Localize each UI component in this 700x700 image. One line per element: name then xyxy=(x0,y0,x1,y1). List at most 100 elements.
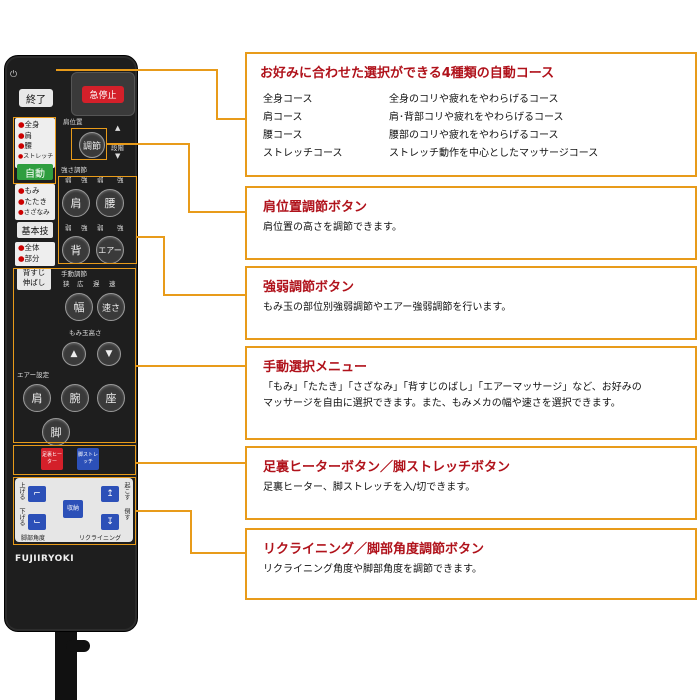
leg-lower-button[interactable]: ⌙ xyxy=(28,514,46,530)
up-arrow-icon: ▲ xyxy=(115,124,121,132)
auto-course-highlight xyxy=(13,117,56,184)
strength-mark-5: 弱 xyxy=(65,224,72,232)
auto-course-panel: ●全身 ●肩 ●腰 ●ストレッチ xyxy=(15,118,55,168)
end-button[interactable]: 終了 xyxy=(19,89,53,107)
heater-title: 足裏ヒーターボタン／脚ストレッチボタン xyxy=(263,460,511,475)
raise-label: 上げる xyxy=(18,482,25,500)
area-panel[interactable]: ●全体 ●部分 xyxy=(15,242,55,266)
stage-label: 段階 xyxy=(111,144,124,152)
auto-course-callout: お好みに合わせた選択ができる4種類の自動コース 全身コース 全身のコリや疲れをや… xyxy=(245,52,697,177)
shoulder-position-callout: 肩位置調節ボタン 肩位置の高さを調節できます。 xyxy=(245,186,697,260)
manual-desc-line-2: マッサージを自由に選択できます。また、もみメカの幅や速さを選択できます。 xyxy=(263,398,621,409)
connector-strength-h xyxy=(137,236,164,238)
basic-technique-button[interactable]: 基本技 xyxy=(17,222,53,238)
strength-mark-3: 弱 xyxy=(97,176,104,184)
shoulder-position-highlight xyxy=(71,128,107,160)
wake-label: 起こす xyxy=(123,482,130,500)
reclining-desc: リクライニング角度や脚部角度を調節できます。 xyxy=(263,564,482,575)
waist-strength-button[interactable]: 腰 xyxy=(96,189,124,217)
air-arm-button[interactable]: 腕 xyxy=(61,384,89,412)
width-mark-2: 広 xyxy=(77,280,84,288)
reclining-callout: リクライニング／脚部角度調節ボタン リクライニング角度や脚部角度を調節できます。 xyxy=(245,528,697,600)
connector-auto-v xyxy=(216,69,218,120)
power-icon: ⏻ xyxy=(10,70,18,80)
width-mark-4: 速 xyxy=(109,280,116,288)
manual-desc-line-1: 「もみ」「たたき」「さざなみ」「背すじのばし」「エアーマッサージ」など、お好みの xyxy=(263,382,642,393)
manual-title: 手動選択メニュー xyxy=(263,360,368,375)
connector-reclining-h2 xyxy=(190,552,246,554)
back-stretch-button[interactable]: 背すじ 伸ばし xyxy=(17,268,51,290)
basic-technique-list: ●もみ ●たたき ●さざなみ xyxy=(18,186,50,216)
brand-logo: FUJIIRYOKI xyxy=(15,554,75,564)
leg-raise-icon: ⌐ xyxy=(33,489,41,499)
leg-raise-button[interactable]: ⌐ xyxy=(28,486,46,502)
height-label: もみ玉高さ xyxy=(69,329,102,337)
manual-callout: 手動選択メニュー 「もみ」「たたき」「さざなみ」「背すじのばし」「エアーマッサー… xyxy=(245,346,697,440)
store-button[interactable]: 収納 xyxy=(63,500,83,518)
shoulder-strength-button[interactable]: 肩 xyxy=(62,189,90,217)
connector-shoulder-h xyxy=(107,143,189,145)
manual-desc: 「もみ」「たたき」「さざなみ」「背すじのばし」「エアーマッサージ」など、お好みの… xyxy=(263,380,642,412)
reclining-highlight xyxy=(13,477,136,545)
leg-stretch-button[interactable]: 脚ストレッチ xyxy=(77,448,99,470)
strength-mark-6: 強 xyxy=(81,224,88,232)
auto-button[interactable]: 自動 xyxy=(17,164,53,180)
strength-mark-7: 弱 xyxy=(97,224,104,232)
connector-manual-h xyxy=(136,365,246,367)
area-list: ●全体 ●部分 xyxy=(18,243,40,263)
connector-reclining-h xyxy=(136,510,191,512)
strength-callout: 強弱調節ボタン もみ玉の部位別強弱調節やエアー強弱調節を行います。 xyxy=(245,266,697,340)
strength-mark-4: 強 xyxy=(117,176,124,184)
height-up-button[interactable]: ▲ xyxy=(62,342,86,366)
connector-shoulder-h2 xyxy=(188,211,246,213)
reclining-label: リクライニング xyxy=(79,535,122,542)
strength-mark-8: 強 xyxy=(117,224,124,232)
heater-callout: 足裏ヒーターボタン／脚ストレッチボタン 足裏ヒーター、脚ストレッチを入/切できま… xyxy=(245,446,697,520)
tilt-label: 倒す xyxy=(123,508,130,520)
air-seat-button[interactable]: 座 xyxy=(97,384,125,412)
height-down-button[interactable]: ▼ xyxy=(97,342,121,366)
connector-auto-h2 xyxy=(216,118,246,120)
strength-title: 強弱調節ボタン xyxy=(263,280,355,295)
emergency-stop-face: 急停止 xyxy=(82,86,124,103)
width-mark-1: 狭 xyxy=(63,280,70,288)
lower-label: 下げる xyxy=(18,508,25,526)
shoulder-position-title: 肩位置調節ボタン xyxy=(263,200,368,215)
recline-up-button[interactable]: ↥ xyxy=(101,486,119,502)
recline-down-button[interactable]: ↧ xyxy=(101,514,119,530)
speed-button[interactable]: 速さ xyxy=(97,293,125,321)
manual-adjust-label: 手動調節 xyxy=(61,270,87,278)
heater-highlight xyxy=(13,445,136,475)
strength-highlight xyxy=(58,176,137,264)
connector-strength-v xyxy=(163,236,165,296)
manual-highlight xyxy=(13,268,136,443)
width-button[interactable]: 幅 xyxy=(65,293,93,321)
air-leg-button[interactable]: 脚 xyxy=(42,418,70,446)
heater-desc: 足裏ヒーター、脚ストレッチを入/切できます。 xyxy=(263,482,476,493)
back-strength-button[interactable]: 背 xyxy=(62,236,90,264)
recline-down-icon: ↧ xyxy=(106,517,114,527)
leg-lower-icon: ⌙ xyxy=(33,517,41,527)
reclining-title: リクライニング／脚部角度調節ボタン xyxy=(263,542,485,557)
remote-cord xyxy=(55,626,77,700)
basic-technique-panel: ●もみ ●たたき ●さざなみ xyxy=(15,184,55,220)
leg-angle-label: 脚部角度 xyxy=(21,535,46,542)
emergency-stop-button[interactable]: 急停止 xyxy=(71,72,135,116)
strength-label: 強さ調節 xyxy=(61,166,87,174)
recline-up-icon: ↥ xyxy=(106,489,114,499)
connector-shoulder-v xyxy=(188,143,190,213)
width-mark-3: 遅 xyxy=(93,280,100,288)
shoulder-position-desc: 肩位置の高さを調節できます。 xyxy=(263,222,402,233)
shoulder-adjust-button[interactable]: 調節 xyxy=(79,132,105,158)
strength-desc: もみ玉の部位別強弱調節やエアー強弱調節を行います。 xyxy=(263,302,512,313)
strength-mark-2: 強 xyxy=(81,176,88,184)
heater-button[interactable]: 足裏ヒーター xyxy=(41,448,63,470)
reclining-panel: 上げる 下げる 起こす 倒す ⌐ ⌙ 収納 ↥ ↧ 脚部角度 リクライニング xyxy=(15,478,133,542)
air-setting-label: エアー設定 xyxy=(17,371,50,379)
air-shoulder-button[interactable]: 肩 xyxy=(23,384,51,412)
connector-strength-h2 xyxy=(163,294,246,296)
strength-mark-1: 弱 xyxy=(65,176,72,184)
connector-reclining-v xyxy=(190,510,192,554)
down-arrow-icon: ▼ xyxy=(115,152,121,160)
connector-auto-h xyxy=(56,69,216,71)
